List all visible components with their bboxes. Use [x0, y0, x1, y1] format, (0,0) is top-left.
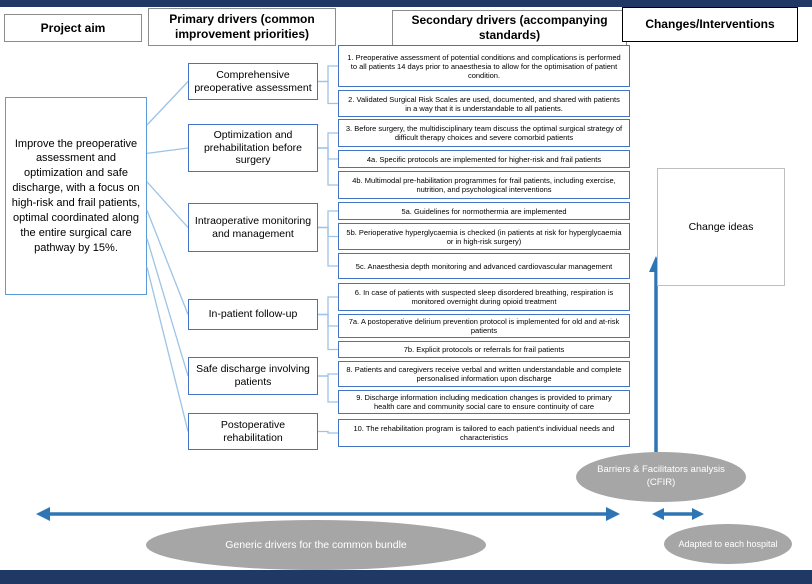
connector-line [318, 296, 338, 316]
project-aim-box: Improve the preoperative assessment and … [5, 97, 147, 295]
generic-drivers-ellipse: Generic drivers for the common bundle [146, 520, 486, 570]
secondary-driver-box: 5a. Guidelines for normothermia are impl… [338, 202, 630, 220]
connector-line [318, 226, 338, 238]
secondary-driver-box: 1. Preoperative assessment of potential … [338, 45, 630, 87]
change-ideas-box: Change ideas [657, 168, 785, 286]
connector-line [318, 375, 338, 403]
secondary-driver-box: 3. Before surgery, the multidisciplinary… [338, 119, 630, 147]
primary-driver-box: Comprehensive preoperative assessment [188, 63, 318, 100]
connector-line [318, 147, 338, 186]
top-border-bar [0, 0, 812, 7]
bottom-border-bar [0, 570, 812, 584]
adapted-hospital-ellipse: Adapted to each hospital [664, 524, 792, 564]
secondary-driver-box: 4b. Multimodal pre-habilitation programm… [338, 171, 630, 199]
connector-line [146, 81, 189, 126]
connector-line [318, 147, 338, 160]
connector-line [318, 430, 338, 434]
column-header-primary-drivers: Primary drivers (common improvement prio… [148, 8, 336, 46]
connector-line [146, 181, 189, 228]
barriers-label-line1: Barriers & Facilitators analysis [597, 464, 725, 476]
primary-driver-box: Optimization and prehabilitation before … [188, 124, 318, 172]
secondary-driver-box: 7b. Explicit protocols or referrals for … [338, 341, 630, 358]
generic-drivers-span-arrow [36, 507, 620, 521]
connector-line [146, 147, 189, 155]
secondary-driver-box: 5c. Anaesthesia depth monitoring and adv… [338, 253, 630, 279]
primary-driver-box: Postoperative rehabilitation [188, 413, 318, 450]
connector-line [318, 226, 338, 267]
primary-driver-box: In-patient follow-up [188, 299, 318, 330]
column-header-secondary-drivers: Secondary drivers (accompanying standard… [392, 10, 627, 46]
barriers-label-line2: (CFIR) [646, 477, 676, 488]
connector-line [146, 238, 189, 377]
connector-line [146, 209, 189, 315]
connector-line [318, 65, 338, 83]
connector-line [146, 266, 189, 432]
barriers-facilitators-ellipse: Barriers & Facilitators analysis (CFIR) [576, 452, 746, 502]
secondary-driver-box: 9. Discharge information including medic… [338, 390, 630, 414]
connector-line [318, 210, 338, 229]
connector-line [318, 373, 338, 377]
primary-driver-box: Intraoperative monitoring and management [188, 203, 318, 252]
primary-driver-box: Safe discharge involving patients [188, 357, 318, 395]
secondary-driver-box: 2. Validated Surgical Risk Scales are us… [338, 90, 630, 117]
secondary-driver-box: 5b. Perioperative hyperglycaemia is chec… [338, 223, 630, 250]
secondary-driver-box: 4a. Specific protocols are implemented f… [338, 150, 630, 168]
connector-line [318, 313, 338, 351]
adapted-span-arrow [652, 508, 704, 520]
column-header-project-aim: Project aim [4, 14, 142, 42]
connector-line [318, 132, 338, 149]
secondary-driver-box: 6. In case of patients with suspected sl… [338, 283, 630, 311]
secondary-driver-box: 7a. A postoperative delirium prevention … [338, 314, 630, 338]
connector-line [318, 313, 338, 327]
connector-line [318, 80, 338, 105]
secondary-driver-box: 8. Patients and caregivers receive verba… [338, 361, 630, 387]
secondary-driver-box: 10. The rehabilitation program is tailor… [338, 419, 630, 447]
column-header-changes-interventions: Changes/Interventions [622, 7, 798, 42]
